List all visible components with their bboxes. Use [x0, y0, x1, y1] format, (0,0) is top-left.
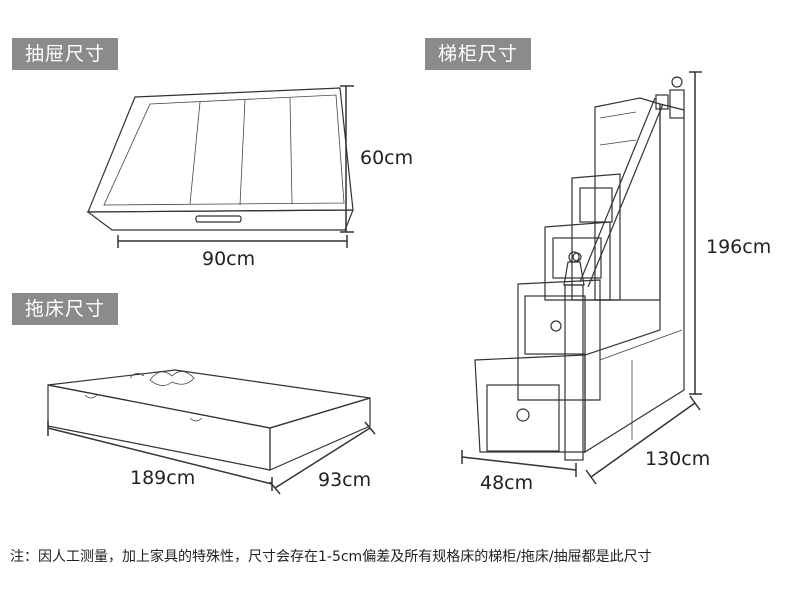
stair-width-dimension: 48cm: [480, 472, 534, 494]
stair-dimension-lines: [461, 71, 702, 485]
stair-cabinet-size-label: 梯柜尺寸: [425, 38, 532, 70]
drawer-illustration: [86, 87, 354, 231]
stair-depth-dimension: 130cm: [645, 448, 711, 470]
trundle-dimension-lines: [47, 421, 376, 495]
trundle-width-dimension: 93cm: [318, 469, 372, 491]
stair-cabinet-illustration: [474, 76, 685, 461]
drawer-dimension-lines: [117, 85, 354, 248]
measurement-note: 注：因人工测量，加上家具的特殊性，尺寸会存在1-5cm偏差及所有规格床的梯柜/拖…: [10, 549, 652, 565]
stair-height-dimension: 196cm: [706, 236, 772, 258]
drawer-width-dimension: 90cm: [202, 248, 256, 270]
drawer-height-dimension: 60cm: [360, 147, 414, 169]
trundle-bed-size-label: 拖床尺寸: [12, 293, 119, 325]
drawer-size-label: 抽屉尺寸: [12, 38, 119, 70]
trundle-bed-illustration: [47, 369, 371, 471]
trundle-length-dimension: 189cm: [130, 467, 196, 489]
